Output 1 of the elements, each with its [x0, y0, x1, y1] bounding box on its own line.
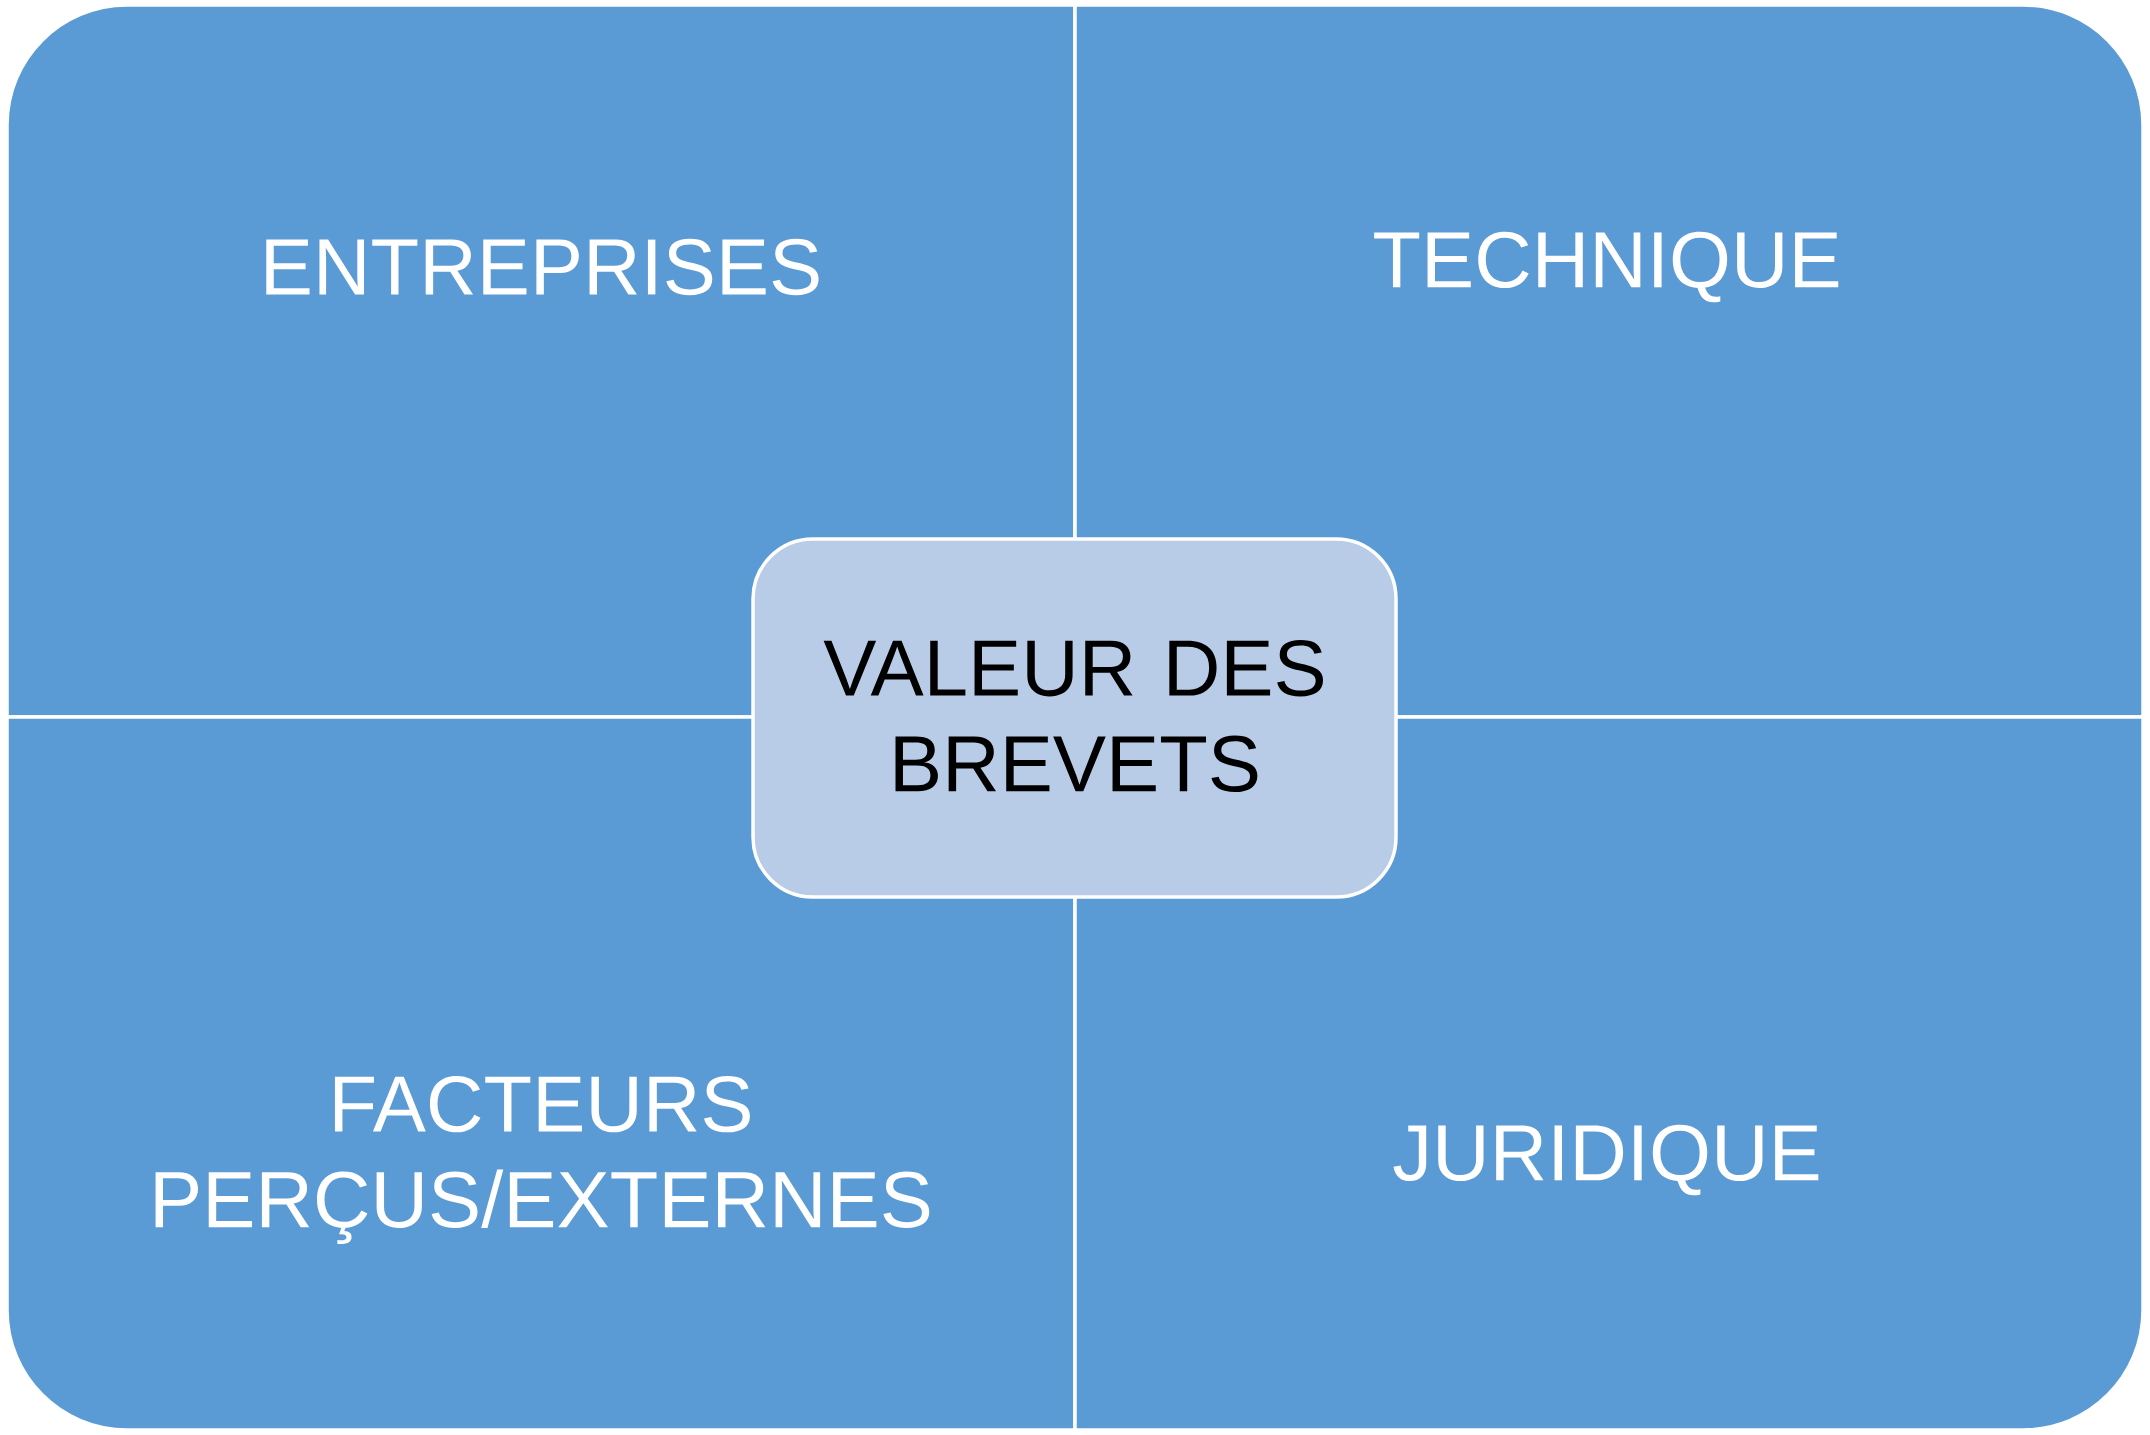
center-box: VALEUR DES BREVETS: [751, 537, 1398, 899]
